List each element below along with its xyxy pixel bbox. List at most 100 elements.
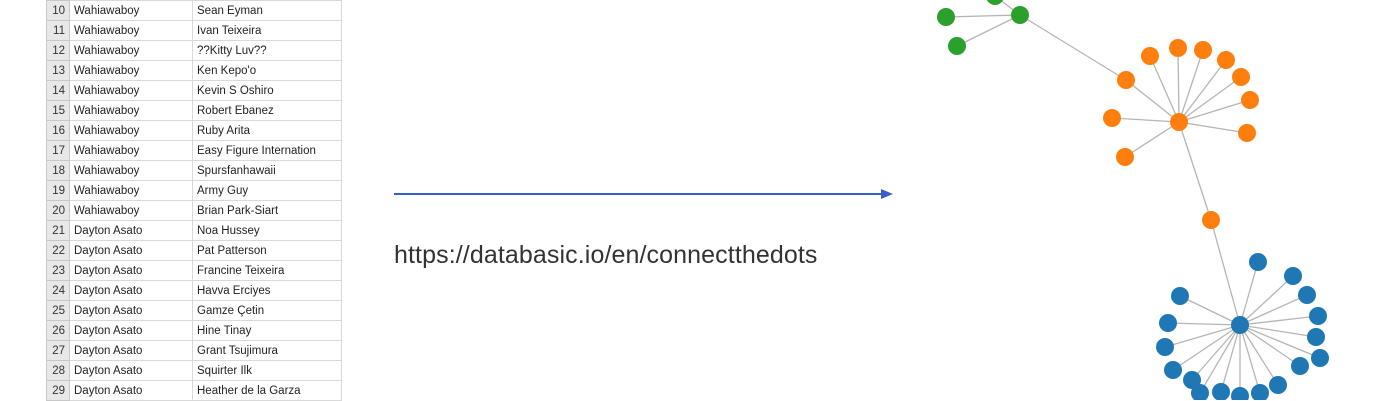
row-number[interactable]: 10 (46, 0, 70, 21)
cell-target[interactable]: Noa Hussey (192, 220, 342, 241)
cell-source[interactable]: Dayton Asato (69, 380, 193, 401)
graph-node-orange[interactable] (1194, 41, 1212, 59)
cell-source[interactable]: Wahiawaboy (69, 160, 193, 181)
graph-node-orange[interactable] (1169, 39, 1187, 57)
row-number[interactable]: 25 (46, 300, 70, 321)
cell-target[interactable]: Squirter Ilk (192, 360, 342, 381)
graph-node-orange[interactable] (1241, 91, 1259, 109)
graph-node-blue[interactable] (1212, 383, 1230, 400)
cell-source[interactable]: Wahiawaboy (69, 100, 193, 121)
graph-node-blue[interactable] (1159, 314, 1177, 332)
cell-source[interactable]: Dayton Asato (69, 280, 193, 301)
cell-target[interactable]: Francine Teixeira (192, 260, 342, 281)
cell-source[interactable]: Wahiawaboy (69, 120, 193, 141)
cell-source[interactable]: Wahiawaboy (69, 180, 193, 201)
row-number[interactable]: 13 (46, 60, 70, 81)
cell-target[interactable]: Pat Patterson (192, 240, 342, 261)
row-number[interactable]: 21 (46, 220, 70, 241)
cell-target[interactable]: Grant Tsujimura (192, 340, 342, 361)
row-number[interactable]: 27 (46, 340, 70, 361)
row-number[interactable]: 26 (46, 320, 70, 341)
cell-source[interactable]: Dayton Asato (69, 320, 193, 341)
graph-node-orange[interactable] (1217, 51, 1235, 69)
graph-hub-green[interactable] (1011, 6, 1029, 24)
row-number[interactable]: 29 (46, 380, 70, 401)
cell-source[interactable]: Wahiawaboy (69, 20, 193, 41)
row-number[interactable]: 17 (46, 140, 70, 161)
row-number[interactable]: 18 (46, 160, 70, 181)
graph-node-green[interactable] (948, 37, 966, 55)
row-number[interactable]: 28 (46, 360, 70, 381)
graph-node-blue[interactable] (1269, 376, 1287, 394)
cell-source[interactable]: Dayton Asato (69, 220, 193, 241)
cell-source[interactable]: Wahiawaboy (69, 200, 193, 221)
row-number[interactable]: 24 (46, 280, 70, 301)
cell-target[interactable]: Easy Figure Internation (192, 140, 342, 161)
cell-target[interactable]: Robert Ebanez (192, 100, 342, 121)
graph-node-blue[interactable] (1183, 371, 1201, 389)
graph-node-blue[interactable] (1164, 361, 1182, 379)
cell-source[interactable]: Wahiawaboy (69, 80, 193, 101)
cell-target[interactable]: ??Kitty Luv?? (192, 40, 342, 61)
graph-node-blue[interactable] (1171, 287, 1189, 305)
cell-target[interactable]: Gamze Çetin (192, 300, 342, 321)
network-graph (937, 0, 1329, 400)
row-number[interactable]: 14 (46, 80, 70, 101)
cell-target[interactable]: Spursfanhawaii (192, 160, 342, 181)
graph-node-orange[interactable] (1238, 124, 1256, 142)
cell-source[interactable]: Dayton Asato (69, 340, 193, 361)
cell-target[interactable]: Ivan Teixeira (192, 20, 342, 41)
graph-node-blue[interactable] (1307, 328, 1325, 346)
row-number[interactable]: 23 (46, 260, 70, 281)
cell-target[interactable]: Brian Park-Siart (192, 200, 342, 221)
row-number[interactable]: 16 (46, 120, 70, 141)
graph-node-orange[interactable] (1202, 211, 1220, 229)
graph-node-green[interactable] (986, 0, 1004, 5)
cell-target[interactable]: Heather de la Garza (192, 380, 342, 401)
cell-source[interactable]: Dayton Asato (69, 360, 193, 381)
graph-edge (1179, 295, 1241, 326)
row-number[interactable]: 20 (46, 200, 70, 221)
cell-source[interactable]: Wahiawaboy (69, 0, 193, 21)
cell-target[interactable]: Kevin S Oshiro (192, 80, 342, 101)
graph-hub-orange[interactable] (1170, 113, 1188, 131)
cell-source[interactable]: Wahiawaboy (69, 60, 193, 81)
graph-node-blue[interactable] (1309, 307, 1327, 325)
cell-source[interactable]: Wahiawaboy (69, 140, 193, 161)
graph-edge (1239, 275, 1294, 326)
graph-node-orange[interactable] (1103, 109, 1121, 127)
row-number[interactable]: 11 (46, 20, 70, 41)
row-number[interactable]: 22 (46, 240, 70, 261)
cell-source[interactable]: Dayton Asato (69, 260, 193, 281)
graph-node-blue[interactable] (1284, 267, 1302, 285)
cell-source[interactable]: Dayton Asato (69, 300, 193, 321)
graph-node-blue[interactable] (1249, 253, 1267, 271)
row-number[interactable]: 15 (46, 100, 70, 121)
graph-node-blue[interactable] (1298, 286, 1316, 304)
graph-hub-blue[interactable] (1231, 316, 1249, 334)
graph-node-blue[interactable] (1251, 384, 1269, 400)
graph-edge (1177, 47, 1180, 123)
cell-source[interactable]: Dayton Asato (69, 240, 193, 261)
cell-target[interactable]: Ruby Arita (192, 120, 342, 141)
cell-target[interactable]: Ken Kepo'o (192, 60, 342, 81)
graph-node-blue[interactable] (1231, 387, 1249, 400)
graph-node-blue[interactable] (1311, 349, 1329, 367)
row-number[interactable]: 12 (46, 40, 70, 61)
graph-node-orange[interactable] (1116, 148, 1134, 166)
cell-target[interactable]: Hine Tinay (192, 320, 342, 341)
graph-node-orange[interactable] (1232, 68, 1250, 86)
graph-node-orange[interactable] (1117, 71, 1135, 89)
graph-node-orange[interactable] (1141, 47, 1159, 65)
cell-source[interactable]: Wahiawaboy (69, 40, 193, 61)
right-arrow-icon (394, 189, 893, 199)
graph-node-green[interactable] (937, 8, 955, 26)
graph-node-blue[interactable] (1156, 338, 1174, 356)
graph-edge (1111, 117, 1180, 123)
cell-target[interactable]: Havva Erciyes (192, 280, 342, 301)
row-number[interactable]: 19 (46, 180, 70, 201)
cell-target[interactable]: Army Guy (192, 180, 342, 201)
cell-target[interactable]: Sean Eyman (192, 0, 342, 21)
graph-node-blue[interactable] (1291, 357, 1309, 375)
